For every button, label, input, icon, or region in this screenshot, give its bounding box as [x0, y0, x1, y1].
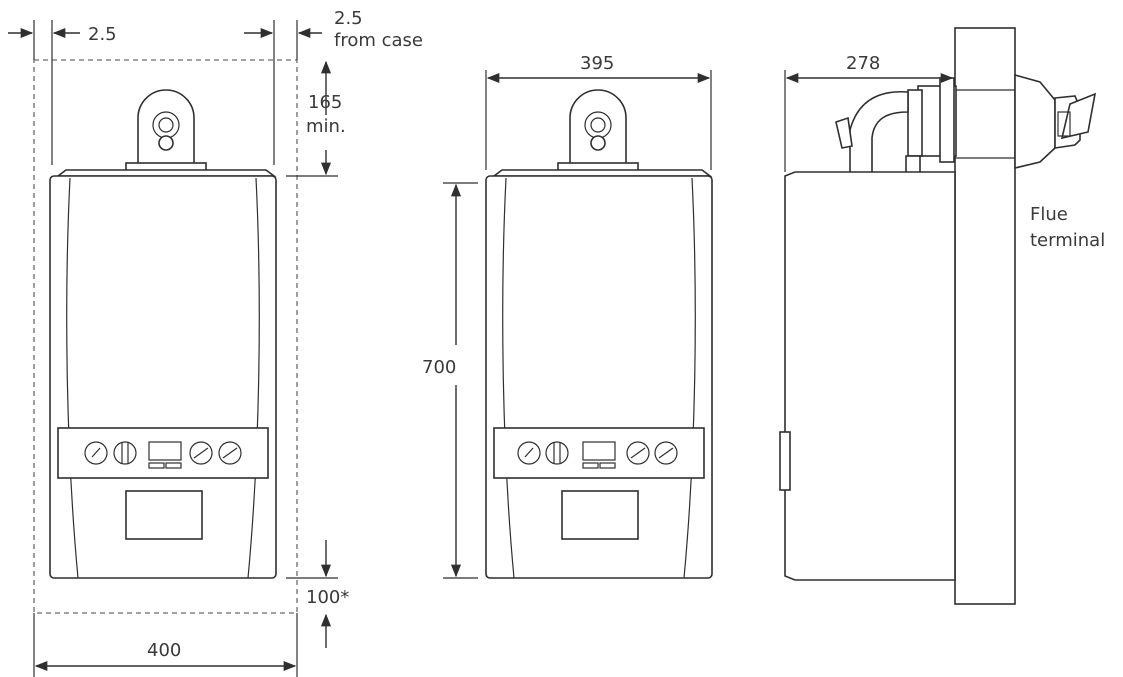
front-view: 395 700 — [422, 53, 713, 579]
boiler-height-label: 700 — [422, 357, 456, 378]
flue-elbow — [849, 90, 909, 177]
boiler-side-case — [784, 171, 956, 581]
overall-width-label: 400 — [147, 640, 181, 661]
control-panel — [57, 427, 269, 479]
boiler-front-middle — [485, 89, 713, 579]
side-view: 278 Flue terminal — [779, 27, 1105, 605]
flue-collar — [907, 89, 923, 157]
flue-label-line2: terminal — [1030, 230, 1105, 251]
boiler-front-left — [49, 89, 277, 579]
lower-window — [561, 490, 639, 540]
temp-knob-icon-2 — [654, 441, 678, 465]
side-clearance-left-label: 2.5 — [88, 24, 117, 45]
pressure-gauge-icon — [84, 441, 108, 465]
pressure-gauge-icon — [517, 441, 541, 465]
flue-label-line1: Flue — [1030, 204, 1068, 225]
top-clearance-note: min. — [306, 116, 346, 137]
boiler-depth-label: 278 — [846, 53, 880, 74]
bottom-clearance-label: 100* — [306, 587, 349, 608]
top-strip — [55, 169, 277, 177]
case-curve-right — [247, 177, 260, 579]
dial-icon — [545, 441, 569, 465]
display-icon — [148, 441, 182, 461]
flue-adaptor — [137, 89, 195, 166]
temp-knob-icon-2 — [218, 441, 242, 465]
clearance-envelope — [33, 59, 298, 614]
flue-ring-inner — [158, 117, 174, 133]
display-icon — [582, 441, 616, 461]
flue-adaptor — [569, 89, 627, 166]
flue-wall-seal — [939, 77, 955, 163]
temp-knob-icon — [626, 441, 650, 465]
lower-window — [125, 490, 203, 540]
clearance-view: 2.5 2.5 from case 165 min. 100* 400 — [8, 8, 423, 677]
flue-terminal — [1014, 73, 1097, 170]
flue-knob — [158, 135, 174, 151]
side-panel-tab — [779, 431, 791, 491]
wall — [954, 27, 1016, 605]
case-curve-left — [66, 177, 79, 579]
side-clearance-right-value: 2.5 — [334, 8, 363, 29]
dial-icon — [113, 441, 137, 465]
temp-knob-icon — [189, 441, 213, 465]
control-panel — [493, 427, 705, 479]
top-clearance-value: 165 — [308, 92, 342, 113]
flue-sample-point — [835, 116, 853, 149]
top-strip — [491, 169, 713, 177]
boiler-width-label: 395 — [580, 53, 614, 74]
side-clearance-right-note: from case — [334, 30, 423, 51]
